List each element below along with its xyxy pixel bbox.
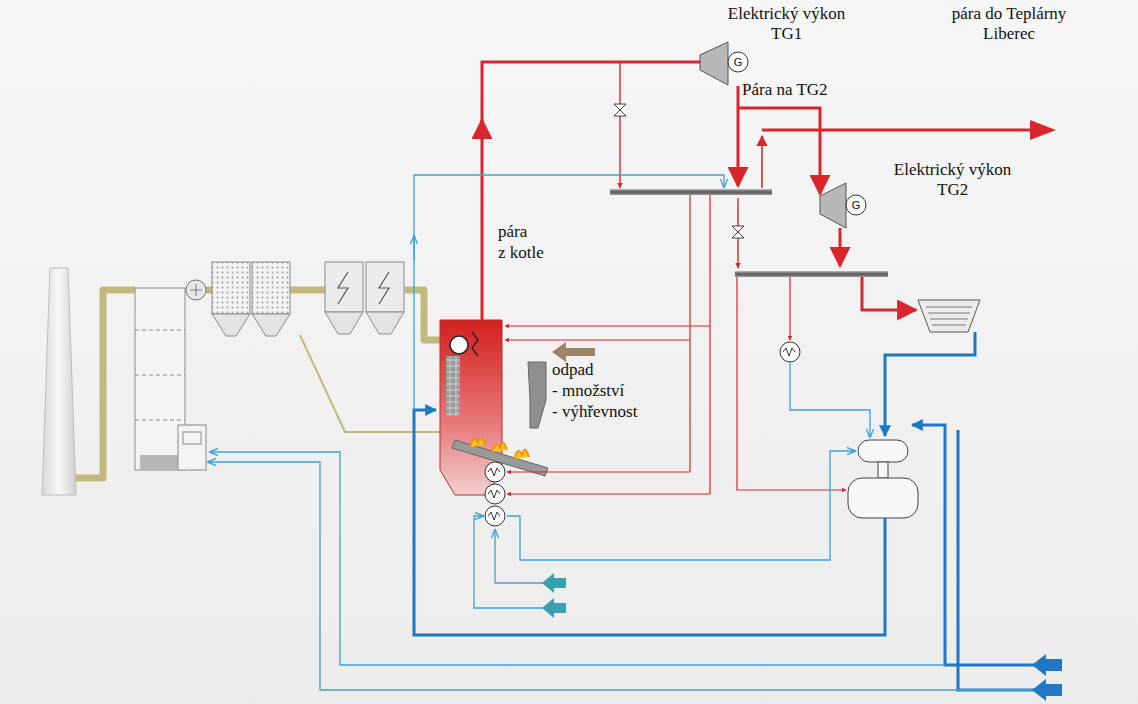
- steam-label: Pára na TG2: [742, 80, 828, 100]
- bypass-line: [620, 62, 738, 268]
- turbine-tg1: [700, 42, 748, 85]
- deaerator: [848, 440, 918, 518]
- export-steam-label: pára do Teplárny Liberec: [947, 4, 1071, 44]
- generator-output-label: Elektrický výkon TG2: [888, 160, 1017, 200]
- feedwater-line: [414, 332, 1040, 690]
- generator-letter: G: [849, 198, 863, 212]
- export-arrow: [1030, 120, 1056, 140]
- header-2: [735, 271, 888, 277]
- scrubber: [135, 288, 206, 470]
- water-lines: [208, 175, 1040, 690]
- air-preheater: [485, 462, 505, 526]
- ash-line: [300, 335, 440, 432]
- flue-gas-duct: [76, 290, 440, 478]
- heating-lines: [505, 195, 846, 494]
- inlet-arrow: [542, 573, 1062, 701]
- generator-output-label: Elektrický výkon TG1: [722, 4, 851, 44]
- steam-label: pára: [498, 222, 527, 242]
- waste-label: odpad: [552, 360, 594, 380]
- heating-steam-line: [761, 136, 763, 188]
- waste-label: - výhřevnost: [552, 402, 637, 422]
- steam-label: z kotle: [498, 243, 544, 263]
- heat-exchanger: [780, 342, 800, 362]
- header-1: [610, 189, 772, 195]
- fan: [186, 280, 206, 300]
- precipitator: [325, 262, 404, 334]
- bag-filter: [212, 262, 290, 336]
- chimney: [42, 268, 76, 495]
- generator-letter: G: [731, 55, 745, 69]
- steam-arrow: [481, 120, 484, 140]
- extraction-lines: [738, 86, 1030, 310]
- waste-label: - množství: [552, 381, 624, 401]
- waste-arrow: [552, 342, 595, 362]
- condenser: [918, 300, 980, 332]
- valve: [614, 104, 744, 238]
- turbine-tg2: [820, 183, 866, 228]
